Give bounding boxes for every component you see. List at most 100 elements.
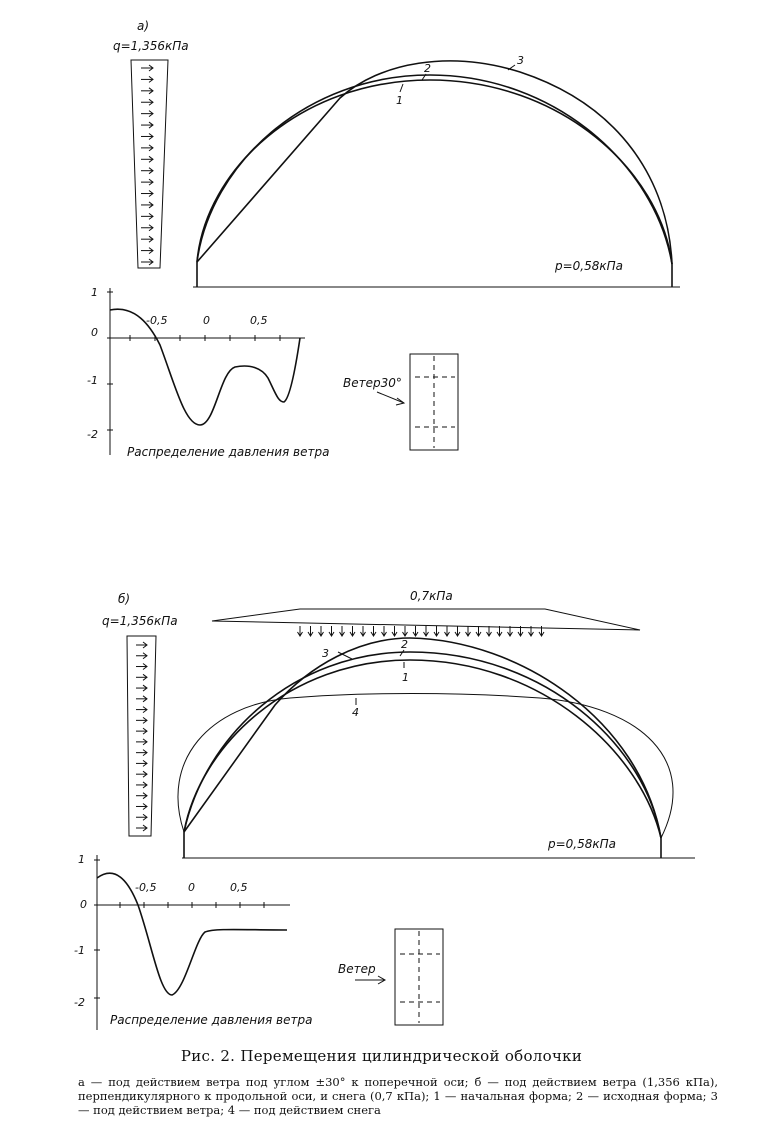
panel-a-wind-direction-label: Ветер30° — [343, 376, 402, 390]
wind-arrowhead — [142, 706, 148, 713]
panel-b-leader-2 — [399, 649, 405, 657]
panel-b-y-tick-minus2: -2 — [74, 996, 85, 1009]
panel-b-curve-4 — [177, 693, 674, 839]
panel-a-pressure-label: p=0,58кПа — [554, 259, 623, 273]
wind-arrowhead — [148, 201, 154, 209]
wind-arrowhead — [142, 813, 148, 821]
wind-arrowhead — [142, 770, 148, 778]
panel-b-wind-direction-label: Ветер — [338, 962, 376, 976]
panel-b-pressure-curve — [96, 872, 288, 996]
wind-arrowhead — [148, 87, 154, 95]
panel-b-pressure-label: p=0,58кПа — [547, 837, 616, 851]
panel-a-x-tick-05: 0,5 — [250, 314, 268, 327]
wind-arrowhead — [142, 641, 148, 649]
panel-b-x-tick-0: 0 — [188, 881, 195, 894]
panel-a-plan-rect — [409, 353, 459, 451]
panel-b-wind-load-strip — [126, 635, 157, 837]
snow-arrowhead — [444, 631, 450, 637]
wind-arrowhead — [142, 727, 148, 735]
wind-arrowhead — [148, 212, 154, 220]
panel-a-wind-arrow — [376, 391, 405, 404]
panel-a-y-tick-minus2: -2 — [87, 428, 98, 441]
snow-arrowhead — [423, 631, 429, 637]
snow-arrowhead — [475, 631, 482, 637]
panel-b-curve-2-label: 2 — [401, 638, 408, 651]
panel-b-x-tick-minus05: -0,5 — [135, 881, 156, 894]
panel-b-y-tick-1: 1 — [78, 853, 85, 866]
snow-arrowhead — [349, 631, 356, 637]
panel-b-curve-3 — [183, 637, 662, 839]
snow-arrowhead — [412, 631, 419, 637]
snow-arrowhead — [370, 631, 377, 637]
wind-arrowhead — [142, 824, 148, 832]
panel-a-y-tick-0: 0 — [91, 326, 98, 339]
panel-a-curve-1-label: 1 — [396, 94, 403, 107]
panel-a-pressure-graph: 1 0 -1 -2 -0,5 0 0,5 Распределение давле… — [87, 286, 329, 459]
panel-a-wind-load-label: q=1,356кПа — [113, 39, 189, 53]
panel-b-wind-load-label: q=1,356кПа — [102, 614, 178, 628]
wind-arrowhead — [142, 684, 148, 692]
snow-arrowhead — [328, 631, 335, 637]
snow-arrowhead — [433, 631, 440, 637]
wind-arrowhead — [148, 98, 154, 106]
panel-a-curve-3-label: 3 — [517, 54, 524, 67]
snow-arrowhead — [318, 631, 324, 637]
wind-arrowhead — [142, 663, 148, 670]
snow-arrowhead — [402, 631, 408, 637]
panel-b-x-tick-05: 0,5 — [230, 881, 248, 894]
panel-b-graph-title: Распределение давления ветра — [110, 1013, 312, 1027]
snow-arrowhead — [496, 631, 503, 637]
panel-a-x-tick-0: 0 — [203, 314, 210, 327]
panel-a-y-tick-1: 1 — [91, 286, 98, 299]
snow-arrowhead — [486, 631, 492, 637]
figure-caption-title: Рис. 2. Перемещения цилиндрической оболо… — [180, 1047, 583, 1065]
panel-b-pressure-graph: 1 0 -1 -2 -0,5 0 0,5 Распределение давле… — [74, 853, 312, 1030]
panel-a-letter: а) — [137, 19, 149, 33]
panel-b-wind-plan: Ветер — [338, 928, 444, 1026]
panel-a-curve-2-label: 2 — [424, 62, 431, 75]
wind-arrowhead — [148, 64, 154, 72]
wind-arrowhead — [142, 781, 148, 789]
wind-arrowhead — [142, 760, 148, 767]
snow-arrowhead — [507, 631, 513, 637]
snow-arrowhead — [391, 631, 398, 637]
snow-arrowhead — [538, 631, 545, 637]
panel-b-snow-arrows — [297, 626, 545, 637]
panel-b-curve-4-label: 4 — [352, 706, 359, 719]
panel-a-wind-load-strip — [130, 59, 169, 269]
panel-a-leader-1 — [399, 83, 404, 93]
panel-b-leader-3 — [337, 651, 353, 660]
wind-arrowhead — [148, 247, 154, 254]
snow-arrowhead — [465, 631, 471, 637]
panel-a-leader-3 — [507, 64, 516, 71]
panel-a-curve-3 — [196, 60, 673, 265]
panel-b-y-tick-0: 0 — [80, 898, 87, 911]
panel-b-curve-3-label: 3 — [322, 647, 329, 660]
panel-a-x-tick-minus05: -0,5 — [146, 314, 167, 327]
wind-arrowhead — [148, 190, 154, 197]
figure-caption-text: а — под действием ветра под углом ±30° к… — [78, 1075, 718, 1117]
panel-a-graph-title: Распределение давления ветра — [127, 445, 329, 459]
panel-b-curve-2 — [183, 651, 662, 839]
snow-arrowhead — [528, 631, 534, 637]
wind-arrowhead — [142, 803, 148, 810]
wind-arrowhead — [142, 716, 148, 724]
panel-a-curve-1 — [196, 79, 673, 265]
wind-arrowhead — [142, 792, 148, 800]
panel-a-curve-2 — [196, 74, 673, 265]
wind-arrowhead — [148, 76, 154, 83]
panel-b-curve-1 — [183, 659, 662, 839]
wind-arrowhead — [148, 235, 154, 243]
figure-drawing: а) q=1,356кПа 1 2 3 p=0,58кПа 1 0 -1 — [74, 19, 695, 1030]
wind-arrowhead — [148, 167, 154, 175]
wind-arrowhead — [148, 110, 154, 118]
wind-arrowhead — [142, 749, 148, 757]
panel-a-pressure-curve — [109, 308, 301, 426]
snow-arrowhead — [297, 631, 303, 637]
snow-arrowhead — [339, 631, 345, 637]
snow-arrowhead — [454, 631, 461, 637]
panel-b-curve-1-label: 1 — [402, 671, 409, 684]
wind-arrowhead — [148, 155, 154, 163]
panel-a-leader-2 — [421, 73, 427, 81]
